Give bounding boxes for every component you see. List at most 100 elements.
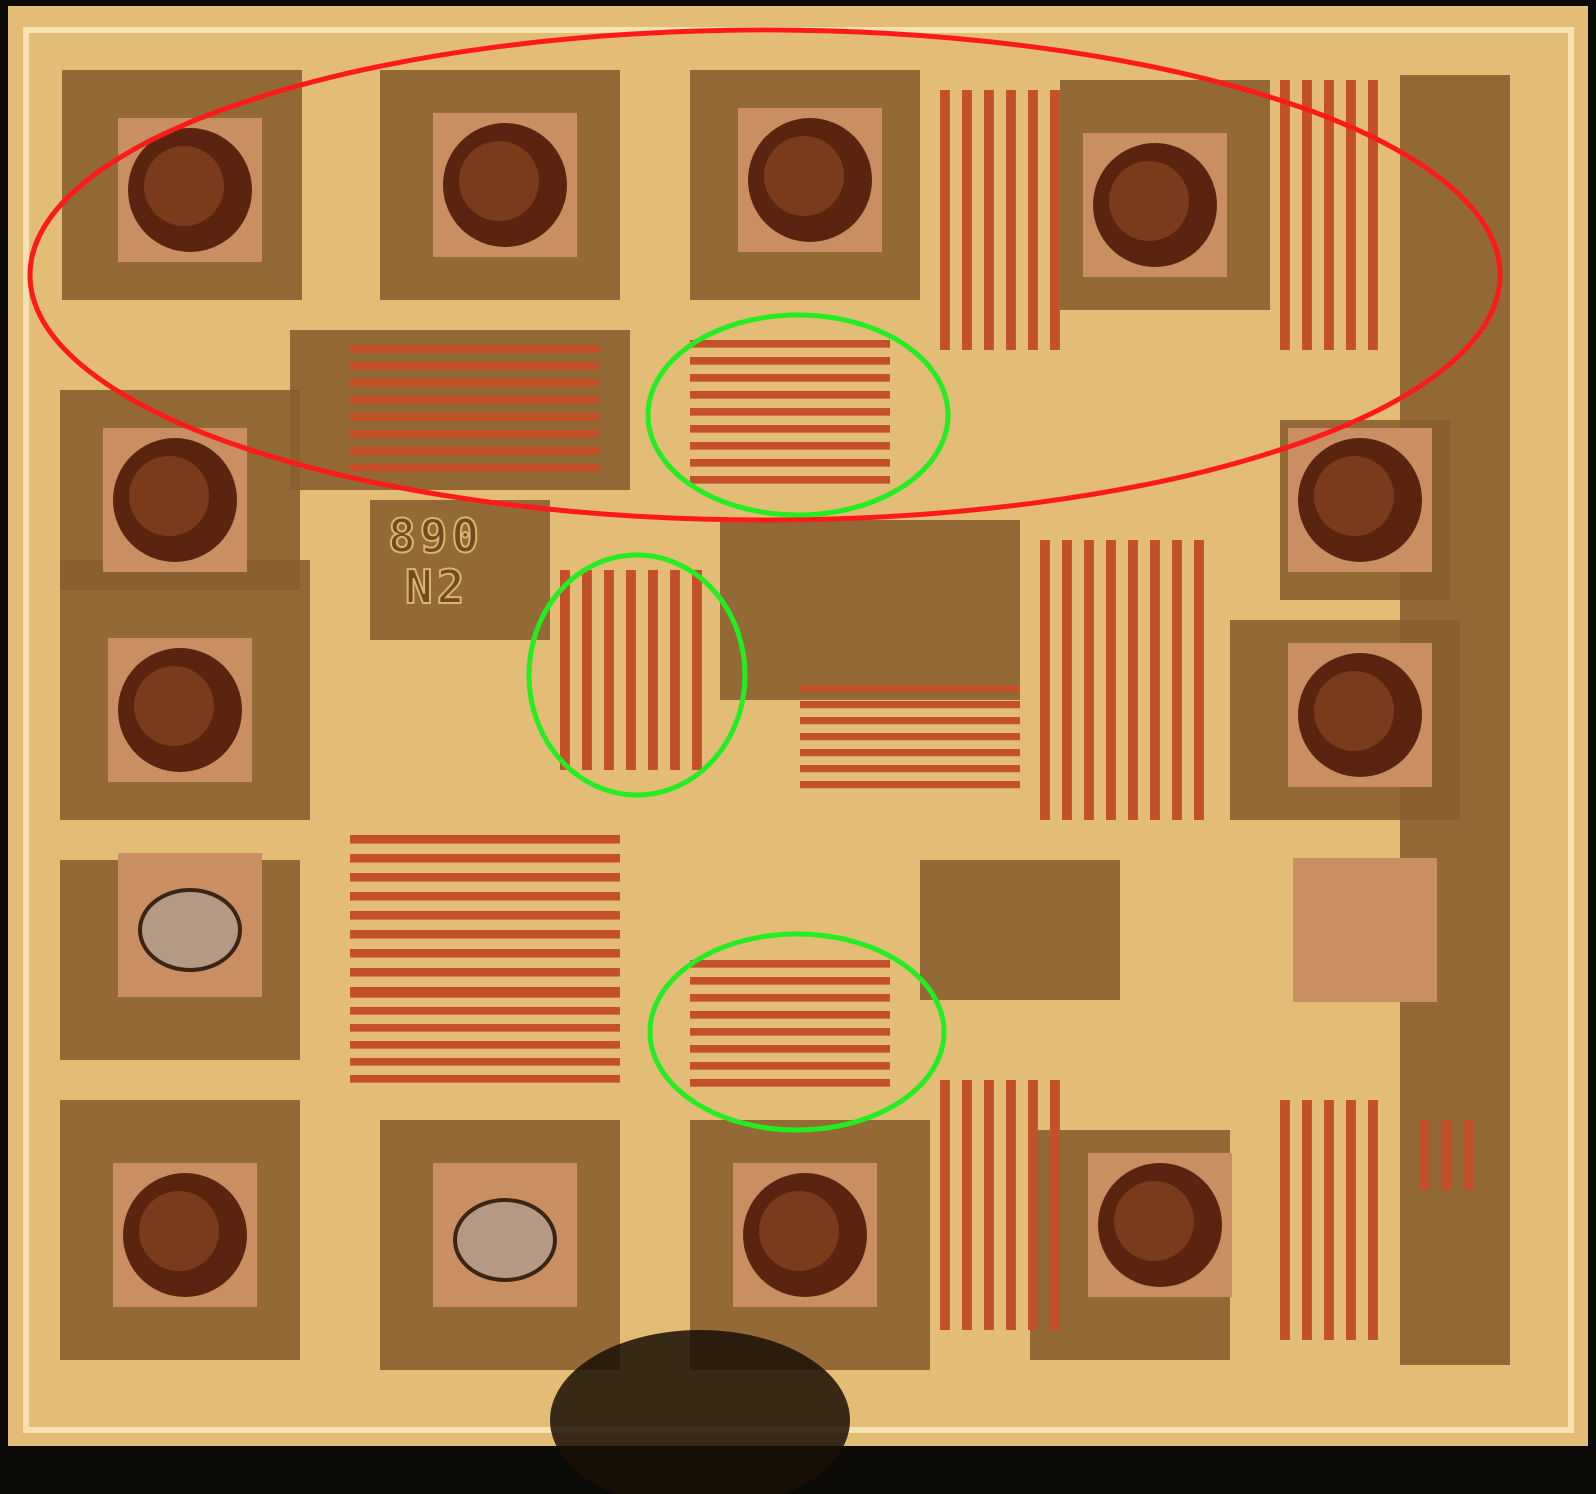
resistor-stripe [350, 413, 600, 421]
resistor-stripe [800, 685, 1020, 693]
red-highlight-ellipse [27, 27, 1503, 523]
resistor-stripe [962, 1080, 972, 1330]
bond-ball-highlight [144, 146, 224, 226]
resistor-stripe [350, 447, 600, 455]
resistor-stripe [350, 396, 600, 404]
bond-ball-highlight [759, 1191, 839, 1271]
bond-ball-highlight [134, 666, 214, 746]
resistor-stripe [690, 357, 890, 365]
resistor-stripe [1368, 80, 1378, 350]
resistor-stripe [1464, 1120, 1474, 1190]
die-marking-line2: N2 [405, 560, 468, 614]
oxide-region [720, 520, 1020, 700]
resistor-stripe [1128, 540, 1138, 820]
resistor-stripe [1302, 80, 1312, 350]
resistor-stripe [1194, 540, 1204, 820]
resistor-stripe [1280, 80, 1290, 350]
resistor-stripe [690, 960, 890, 968]
resistor-stripe [800, 701, 1020, 709]
resistor-stripe [1106, 540, 1116, 820]
resistor-stripe [350, 1024, 620, 1032]
resistor-stripe [350, 430, 600, 438]
bond-ball-highlight [139, 1191, 219, 1271]
bond-ball-highlight [1109, 161, 1189, 241]
resistor-stripe [1346, 80, 1356, 350]
resistor-stripe [690, 977, 890, 985]
resistor-stripe [1324, 1100, 1334, 1340]
resistor-stripe [940, 90, 950, 350]
resistor-stripe [582, 570, 592, 770]
bond-ball-highlight [1314, 456, 1394, 536]
resistor-stripe [984, 90, 994, 350]
resistor-stripe [350, 873, 620, 882]
resistor-stripe [690, 459, 890, 467]
resistor-stripe [350, 911, 620, 920]
resistor-stripe [1050, 1080, 1060, 1330]
oxide-region [920, 860, 1120, 1000]
resistor-stripe [1028, 1080, 1038, 1330]
resistor-stripe [350, 892, 620, 901]
resistor-stripe [1302, 1100, 1312, 1340]
green-highlight-ellipse-bottom [647, 931, 947, 1133]
resistor-stripe [1028, 90, 1038, 350]
resistor-stripe [690, 340, 890, 348]
resistor-arrays [350, 80, 1474, 1340]
resistor-stripe [626, 570, 636, 770]
resistor-stripe [350, 930, 620, 939]
resistor-stripe [1050, 90, 1060, 350]
resistor-stripe [350, 1041, 620, 1049]
resistor-stripe [690, 1045, 890, 1053]
resistor-stripe [350, 362, 600, 370]
resistor-stripe [690, 374, 890, 382]
resistor-stripe [800, 781, 1020, 789]
resistor-stripe [1084, 540, 1094, 820]
resistor-stripe [350, 464, 600, 472]
resistor-stripe [648, 570, 658, 770]
bond-ball-highlight [129, 456, 209, 536]
bond-ball-highlight [459, 141, 539, 221]
die-marking-line1: 890 [388, 509, 483, 563]
resistor-stripe [350, 990, 620, 998]
bond-ball-highlight [1114, 1181, 1194, 1261]
resistor-stripe [984, 1080, 994, 1330]
resistor-stripe [690, 442, 890, 450]
damaged-bond [138, 888, 242, 972]
resistor-stripe [690, 1011, 890, 1019]
shadow-blob [550, 1330, 850, 1494]
resistor-stripe [350, 345, 600, 353]
resistor-stripe [1346, 1100, 1356, 1340]
resistor-stripe [350, 835, 620, 844]
resistor-stripe [1172, 540, 1182, 820]
bond-ball-highlight [764, 136, 844, 216]
die-marking: 890 N2 [387, 508, 483, 615]
bond-pads [103, 108, 1437, 1307]
resistor-stripe [350, 379, 600, 387]
annotations [27, 27, 1503, 1133]
resistor-stripe [690, 1079, 890, 1087]
resistor-stripe [940, 1080, 950, 1330]
green-highlight-ellipse-middle [526, 552, 748, 798]
resistor-stripe [604, 570, 614, 770]
resistor-stripe [690, 994, 890, 1002]
resistor-stripe [1150, 540, 1160, 820]
resistor-stripe [350, 854, 620, 863]
resistor-stripe [800, 749, 1020, 757]
resistor-stripe [1324, 80, 1334, 350]
damaged-bond [453, 1198, 557, 1282]
resistor-stripe [800, 765, 1020, 773]
oxide-region [290, 330, 630, 490]
resistor-stripe [962, 90, 972, 350]
resistor-stripe [670, 570, 680, 770]
resistor-stripe [800, 733, 1020, 741]
resistor-stripe [1040, 540, 1050, 820]
resistor-stripe [690, 1062, 890, 1070]
resistor-stripe [350, 1007, 620, 1015]
bond-ball-highlight [1314, 671, 1394, 751]
oxide-region [370, 500, 550, 640]
resistor-stripe [1006, 1080, 1016, 1330]
resistor-stripe [1280, 1100, 1290, 1340]
resistor-stripe [1420, 1120, 1430, 1190]
bond-pad [1293, 858, 1437, 1002]
